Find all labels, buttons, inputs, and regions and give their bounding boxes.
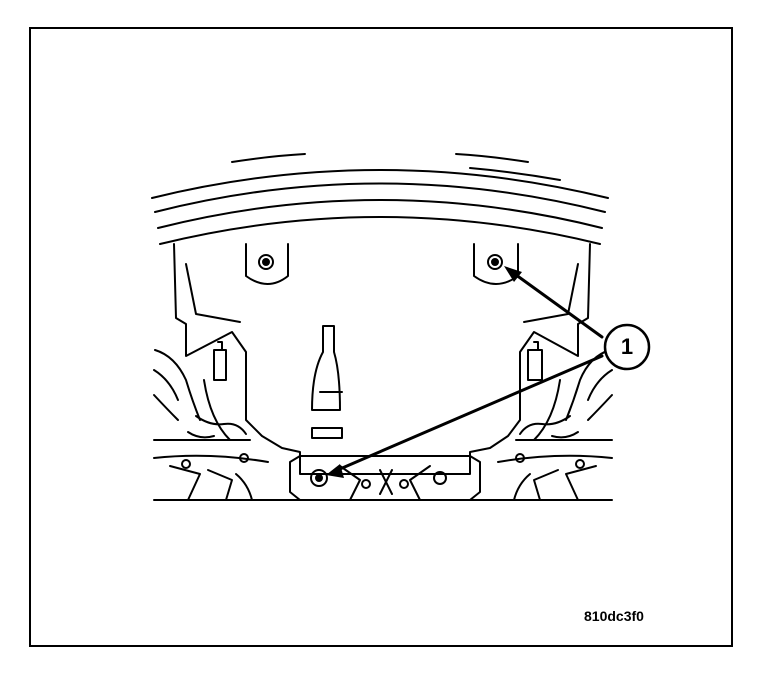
right-suspension xyxy=(465,341,613,501)
fastener-upper-right xyxy=(487,254,503,270)
figure-frame xyxy=(29,27,733,647)
bumper-fascia-lines xyxy=(151,153,609,245)
callout-circle-icon xyxy=(603,323,651,371)
figure-code: 810dc3f0 xyxy=(584,608,644,624)
left-suspension xyxy=(153,341,301,501)
oil-pan-drain xyxy=(311,325,343,439)
leader-arrows xyxy=(331,270,604,474)
fastener-upper-left xyxy=(258,254,274,270)
callout-number: 1 xyxy=(620,334,634,359)
arrow-heads xyxy=(326,266,522,478)
fastener-lower-center xyxy=(310,469,328,487)
crossmember xyxy=(289,455,481,501)
